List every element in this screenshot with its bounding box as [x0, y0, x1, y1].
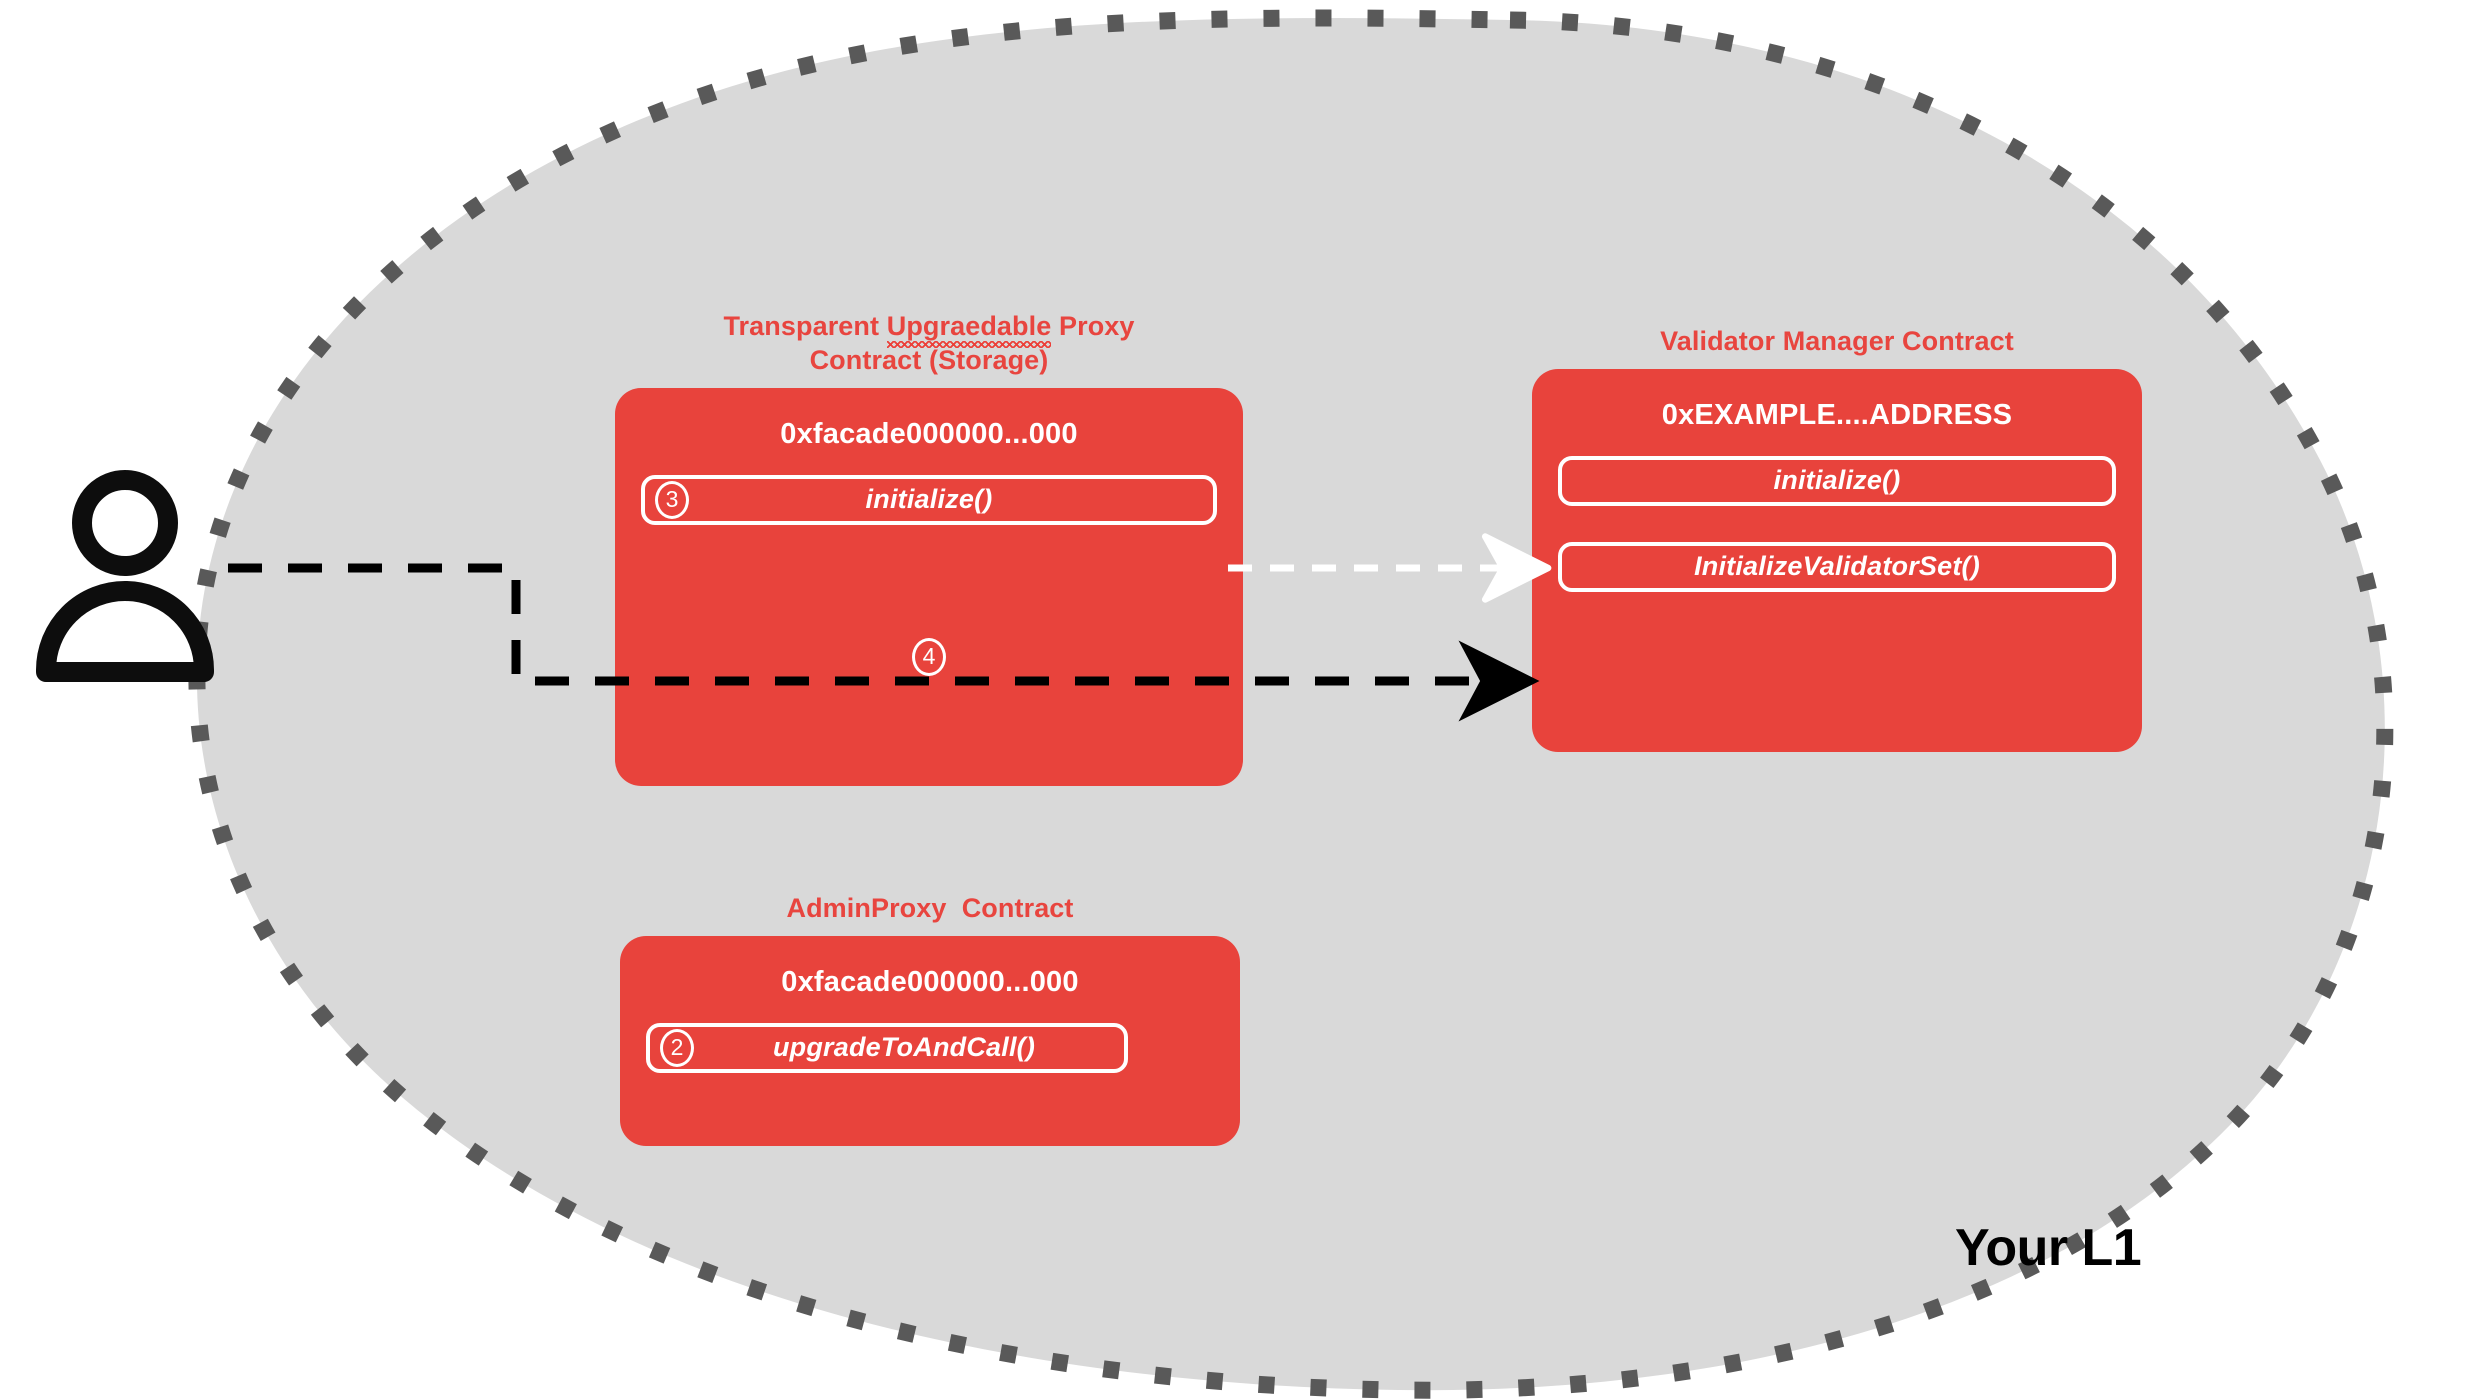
- contract-address-admin-proxy: 0xfacade000000...000: [781, 965, 1079, 998]
- title-part-2: Proxy: [1051, 311, 1135, 341]
- step-badge-3: 3: [655, 480, 689, 519]
- contract-validator-manager: Validator Manager Contract 0xEXAMPLE....…: [1532, 325, 2142, 752]
- contract-title-validator-manager: Validator Manager Contract: [1660, 326, 2014, 356]
- misspelled-word-text: Upgraedable: [886, 311, 1052, 341]
- contract-box-admin-proxy[interactable]: 0xfacade000000...000 2 upgradeToAndCall(…: [620, 935, 1240, 1146]
- method-label-upgrade-to-and-call: upgradeToAndCall(): [772, 1032, 1036, 1063]
- contract-title-admin-proxy: AdminProxy Contract: [786, 893, 1074, 923]
- contract-admin-proxy: AdminProxy Contract 0xfacade000000...000…: [620, 892, 1240, 1146]
- method-label-initialize: initialize(): [865, 484, 993, 514]
- title-part-1: Transparent: [723, 311, 887, 341]
- method-label-initialize-validator-set: InitializeValidatorSet(): [1694, 551, 1980, 582]
- method-initialize-proxy[interactable]: 3 initialize(): [641, 474, 1217, 525]
- method-label-initialize: initialize(): [1773, 465, 1901, 496]
- contract-address-transparent-proxy: 0xfacade000000...000: [780, 417, 1078, 450]
- contract-address-validator-manager: 0xEXAMPLE....ADDRESS: [1661, 398, 2013, 431]
- boundary-label-your-l1: Your L1: [1955, 1219, 2142, 1277]
- person-icon: [36, 470, 214, 682]
- contract-box-validator-manager[interactable]: 0xEXAMPLE....ADDRESS initialize() Initia…: [1532, 368, 2142, 752]
- contract-box-transparent-proxy[interactable]: 0xfacade000000...000 3 initialize() 4: [615, 387, 1243, 786]
- step-badge-4: 4: [912, 637, 946, 676]
- method-initialize-validator-set[interactable]: InitializeValidatorSet(): [1558, 541, 2116, 592]
- misspelled-word: Upgraedable: [886, 310, 1052, 348]
- method-upgrade-to-and-call[interactable]: 2 upgradeToAndCall(): [646, 1022, 1128, 1073]
- method-initialize-manager[interactable]: initialize(): [1558, 455, 2116, 506]
- title-line-2: Contract (Storage): [809, 344, 1049, 375]
- step-badge-2: 2: [660, 1028, 694, 1067]
